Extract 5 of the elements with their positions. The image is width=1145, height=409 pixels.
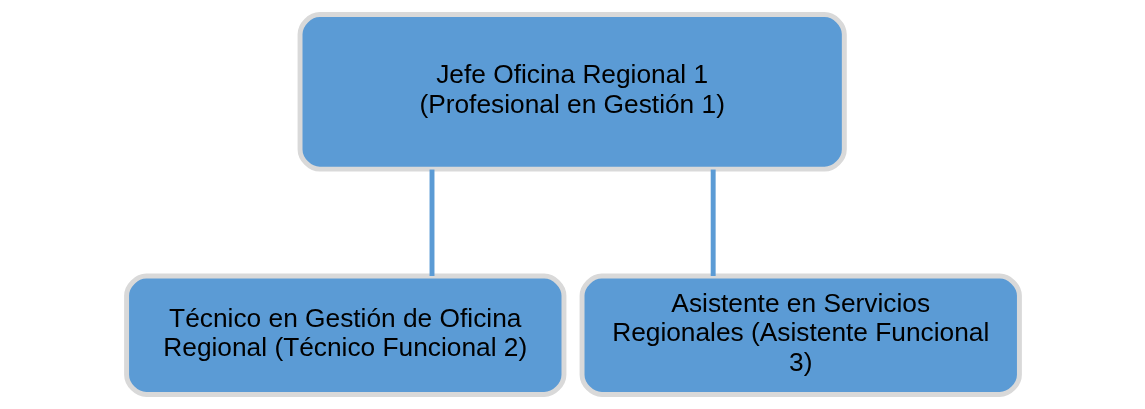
connector bbox=[429, 169, 434, 276]
node-box: Asistente en Servicios Regionales (Asistente Funcional 3) bbox=[579, 273, 1022, 397]
node-box: Técnico en Gestión de Oficina Regional (Técnico Funcional 2) bbox=[123, 273, 566, 397]
node-box: Jefe Oficina Regional 1 (Profesional en Gestión 1) bbox=[297, 12, 847, 172]
connector bbox=[710, 169, 716, 276]
